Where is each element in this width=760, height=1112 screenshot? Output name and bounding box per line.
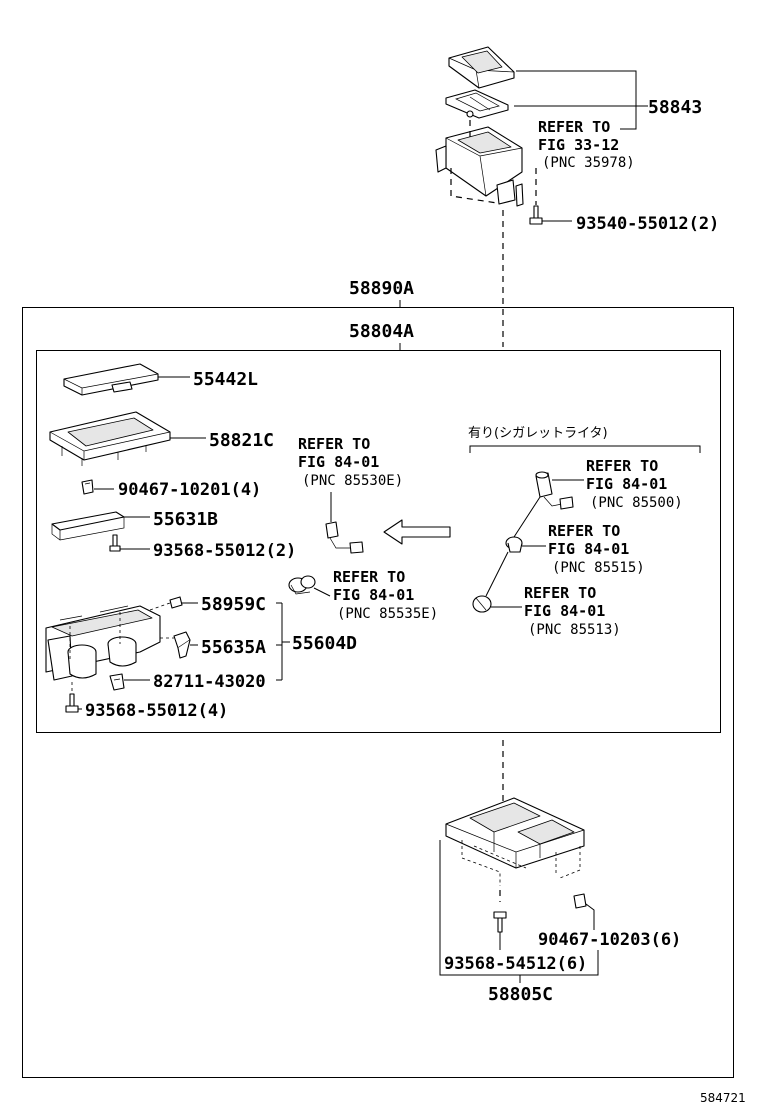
refer-b-line2: FIG 84-01: [333, 586, 414, 604]
bracket-58805c: [439, 840, 599, 976]
part-93568-screw-a: [109, 534, 121, 552]
label-55635a: 55635A: [201, 637, 266, 658]
label-58821c: 58821C: [209, 430, 274, 451]
refer-b-line3: (PNC 85535E): [337, 606, 438, 622]
refer-c-line2: FIG 84-01: [586, 475, 667, 493]
part-58805c-bracket-box: [445, 797, 585, 886]
jp-note: 有り(シガレットライタ): [468, 426, 608, 441]
top-tray-assembly: [435, 46, 572, 225]
part-58959c-clip: [169, 596, 183, 609]
label-58890a: 58890A: [349, 278, 414, 299]
label-55604d: 55604D: [292, 633, 357, 654]
label-58805c: 58805C: [488, 984, 553, 1005]
refer-c-line1: REFER TO: [586, 457, 658, 475]
part-socket-85515: [505, 536, 523, 553]
bracket-55604d: [276, 602, 290, 681]
part-82711-connector: [109, 673, 125, 691]
refer-d-line3: (PNC 85515): [552, 560, 645, 576]
label-93568b: 93568-55012(4): [85, 701, 228, 721]
refer-top-line3: (PNC 35978): [542, 155, 635, 171]
label-55631b: 55631B: [153, 509, 218, 530]
refer-a-line2: FIG 84-01: [298, 453, 379, 471]
inner-frame-58804a: [36, 350, 721, 733]
part-socket-85530e: [325, 521, 364, 554]
part-55442l-lid: [63, 363, 159, 396]
part-55604d-housing: [45, 605, 161, 681]
refer-a-line1: REFER TO: [298, 435, 370, 453]
part-socket-85513: [472, 595, 492, 613]
refer-top-line2: FIG 33-12: [538, 136, 619, 154]
refer-e-line3: (PNC 85513): [528, 622, 621, 638]
part-socket-85535e: [288, 575, 316, 595]
label-55442l: 55442L: [193, 369, 258, 390]
figure-id: 584721: [700, 1091, 746, 1105]
part-55635a-damper: [173, 631, 191, 659]
refer-top-line1: REFER TO: [538, 118, 610, 136]
refer-e-line1: REFER TO: [524, 584, 596, 602]
part-93568-screw-b: [65, 693, 79, 713]
part-90467-clip-b: [573, 893, 587, 909]
label-90467a: 90467-10201(4): [118, 480, 261, 500]
refer-d-line2: FIG 84-01: [548, 540, 629, 558]
arrow-left-icon: [383, 519, 451, 545]
refer-e-line2: FIG 84-01: [524, 602, 605, 620]
label-58804a: 58804A: [349, 321, 414, 342]
refer-b-line1: REFER TO: [333, 568, 405, 586]
refer-c-line3: (PNC 85500): [590, 495, 683, 511]
bracket-58843: [514, 70, 648, 130]
part-socket-85500: [535, 471, 574, 510]
refer-a-line3: (PNC 85530E): [302, 473, 403, 489]
refer-d-line1: REFER TO: [548, 522, 620, 540]
label-58843: 58843: [648, 97, 702, 118]
label-82711: 82711-43020: [153, 672, 266, 692]
part-90467-clip: [81, 479, 94, 495]
label-58959c: 58959C: [201, 594, 266, 615]
bracket-lighter-option: [469, 445, 701, 453]
label-90467b: 90467-10203(6): [538, 930, 681, 950]
part-58821c-panel: [49, 411, 171, 466]
outer-frame-58890a: [22, 307, 734, 1078]
label-93540: 93540-55012(2): [576, 214, 719, 234]
label-93568a: 93568-55012(2): [153, 541, 296, 561]
label-93568c: 93568-54512(6): [444, 954, 587, 974]
part-93568-screw-c: [493, 911, 507, 933]
